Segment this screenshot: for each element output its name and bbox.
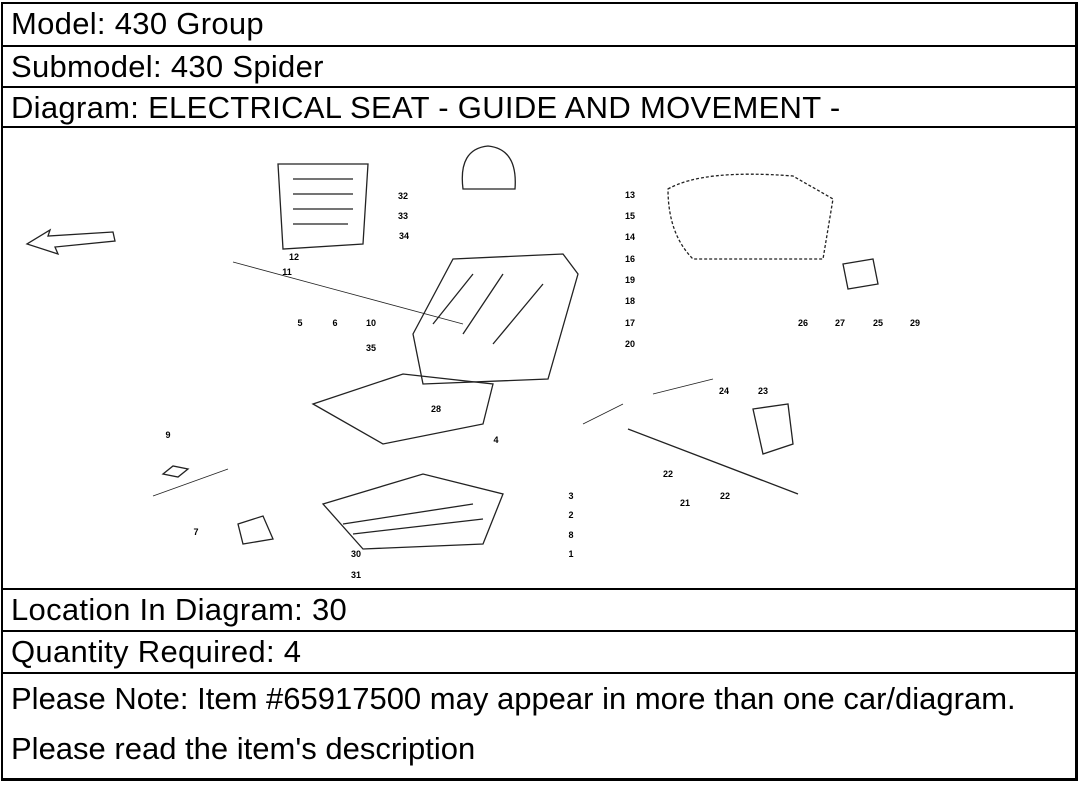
callout-29: 29 — [910, 318, 920, 328]
callout-14: 14 — [625, 232, 635, 242]
callout-6: 6 — [332, 318, 337, 328]
callout-27: 27 — [835, 318, 845, 328]
callout-20: 20 — [625, 339, 635, 349]
seat-rails — [321, 473, 504, 550]
seat-back-frame — [412, 253, 579, 385]
callout-32: 32 — [398, 191, 408, 201]
quantity-row: Quantity Required: 4 — [3, 632, 1075, 674]
callout-8: 8 — [568, 530, 573, 540]
callout-22: 22 — [663, 469, 673, 479]
location-row: Location In Diagram: 30 — [3, 590, 1075, 632]
note-text: Please Note: Item #65917500 may appear i… — [11, 681, 1016, 766]
motor — [752, 403, 794, 455]
cushion — [667, 173, 834, 260]
callout-31: 31 — [351, 570, 361, 580]
callout-16: 16 — [625, 254, 635, 264]
callout-13: 13 — [625, 190, 635, 200]
callout-11: 11 — [282, 267, 292, 277]
callout-34: 34 — [399, 231, 409, 241]
callout-9: 9 — [165, 430, 170, 440]
seat-base-frame — [311, 373, 494, 445]
callout-2: 2 — [568, 510, 573, 520]
actuator-rod — [627, 428, 799, 495]
callout-35: 35 — [366, 343, 376, 353]
seat-back-pad — [277, 163, 369, 250]
callout-15: 15 — [625, 211, 635, 221]
callout-26: 26 — [798, 318, 808, 328]
callout-10: 10 — [366, 318, 376, 328]
callout-23: 23 — [758, 386, 768, 396]
callout-5: 5 — [297, 318, 302, 328]
callout-28: 28 — [431, 404, 441, 414]
callout-19: 19 — [625, 275, 635, 285]
callout-3: 3 — [568, 491, 573, 501]
callout-22: 22 — [720, 491, 730, 501]
diagram-title-row: Diagram: ELECTRICAL SEAT - GUIDE AND MOV… — [3, 88, 1075, 128]
callout-7: 7 — [193, 527, 198, 537]
submodel-row: Submodel: 430 Spider — [3, 47, 1075, 88]
callout-24: 24 — [719, 386, 729, 396]
headrest — [461, 145, 516, 190]
direction-arrow-icon — [25, 228, 116, 256]
callout-18: 18 — [625, 296, 635, 306]
callout-25: 25 — [873, 318, 883, 328]
model-row: Model: 430 Group — [3, 4, 1075, 47]
callout-1: 1 — [568, 549, 573, 559]
callout-30: 30 — [351, 549, 361, 559]
callout-4: 4 — [493, 435, 498, 445]
control-unit — [842, 258, 879, 290]
callout-12: 12 — [289, 252, 299, 262]
callout-17: 17 — [625, 318, 635, 328]
callout-21: 21 — [680, 498, 690, 508]
callout-33: 33 — [398, 211, 408, 221]
